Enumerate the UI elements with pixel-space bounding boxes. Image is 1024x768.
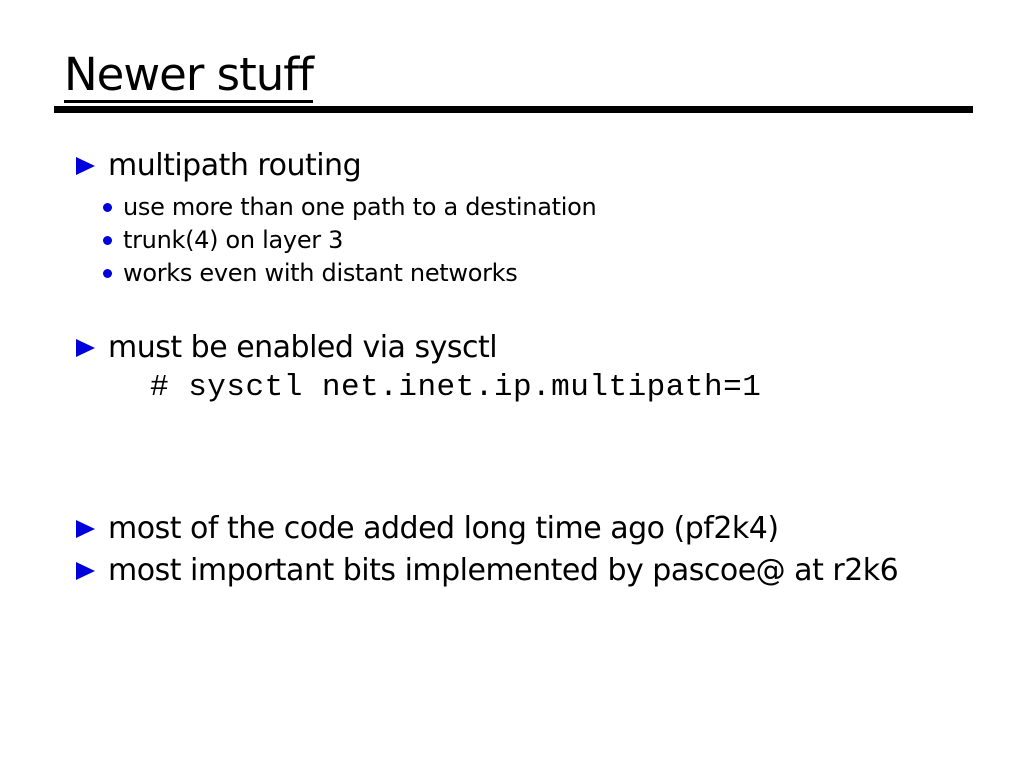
bullet-item-code-added: most of the code added long time ago (pf… bbox=[76, 508, 779, 550]
sub-bullet-label: use more than one path to a destination bbox=[123, 193, 597, 221]
title-rule bbox=[54, 106, 973, 113]
bullet-label: most of the code added long time ago (pf… bbox=[108, 511, 779, 546]
bullet-item-sysctl: must be enabled via sysctl bbox=[76, 327, 498, 369]
sub-bullet-item: trunk(4) on layer 3 bbox=[103, 224, 596, 257]
bullet-label: multipath routing bbox=[108, 148, 362, 183]
triangle-bullet-icon bbox=[76, 562, 95, 580]
sub-bullet-label: works even with distant networks bbox=[123, 259, 518, 287]
bullet-item-pascoe: most important bits implemented by pasco… bbox=[76, 550, 899, 592]
bullet-label: most important bits implemented by pasco… bbox=[108, 553, 899, 588]
sub-bullet-label: trunk(4) on layer 3 bbox=[123, 226, 344, 254]
sub-bullet-item: works even with distant networks bbox=[103, 257, 596, 290]
dot-bullet-icon bbox=[103, 203, 112, 212]
sub-bullet-item: use more than one path to a destination bbox=[103, 191, 597, 224]
bullet-label: must be enabled via sysctl bbox=[108, 330, 498, 365]
triangle-bullet-icon bbox=[76, 157, 95, 175]
dot-bullet-icon bbox=[103, 269, 112, 278]
slide-title: Newer stuff bbox=[64, 48, 314, 103]
bullet-item-multipath-routing: multipath routing bbox=[76, 145, 362, 187]
sub-bullet-list: use more than one path to a destination … bbox=[103, 191, 597, 290]
dot-bullet-icon bbox=[103, 236, 112, 245]
triangle-bullet-icon bbox=[76, 520, 95, 538]
triangle-bullet-icon bbox=[76, 339, 95, 357]
code-line: # sysctl net.inet.ip.multipath=1 bbox=[150, 370, 762, 405]
